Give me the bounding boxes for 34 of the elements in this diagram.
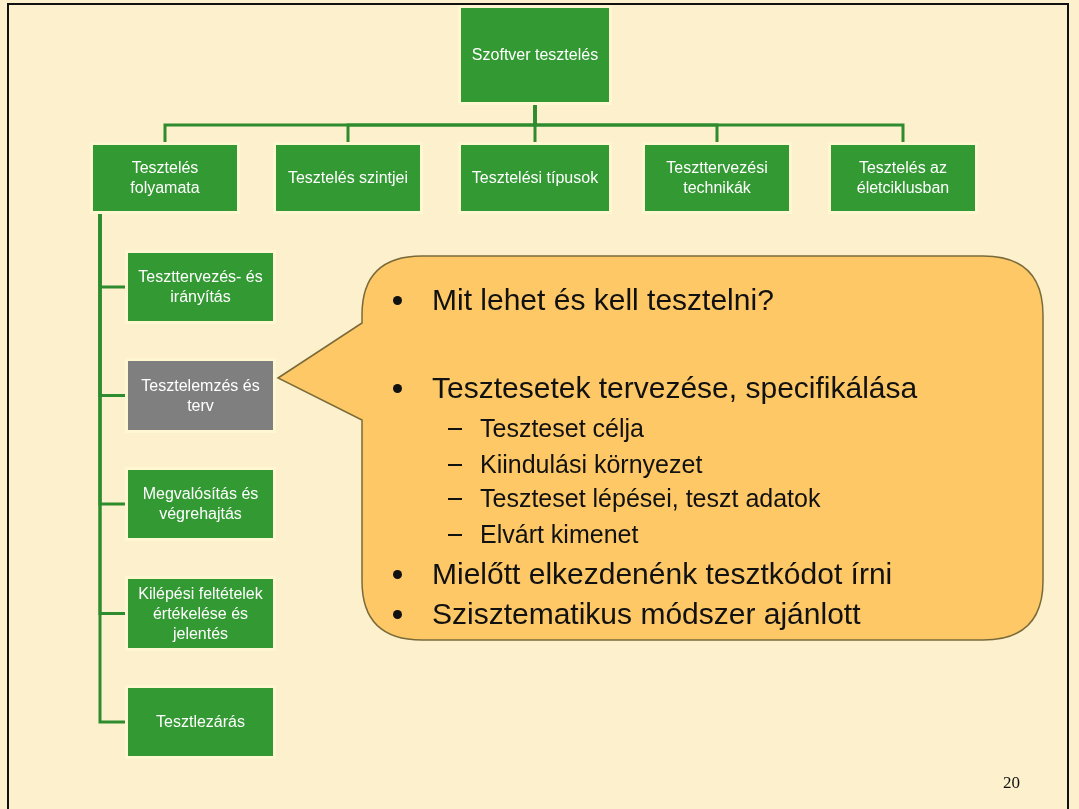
box-label: Kilépési feltételek értékelése és jelentés — [137, 583, 264, 644]
topic-box — [125, 467, 276, 541]
bullet-text: Teszteset célja — [480, 412, 644, 444]
topic-box — [125, 685, 276, 759]
box-label: Tesztelés szintjei — [287, 168, 408, 188]
page-number: 20 — [1003, 773, 1020, 793]
box-label: Tesztelés az életciklusban — [855, 158, 951, 198]
connector-line — [533, 105, 905, 142]
bullet-text: Tesztesetek tervezése, specifikálása — [432, 370, 918, 406]
connector-line — [98, 214, 125, 724]
topic-box — [125, 358, 276, 433]
bullet-text: Mit lehet és kell tesztelni? — [432, 282, 774, 318]
topic-box — [273, 142, 423, 214]
box-label: Teszttervezési technikák — [665, 158, 769, 198]
topic-box — [125, 576, 276, 651]
bullet-text: Elvárt kimenet — [480, 518, 639, 550]
box-label: Szoftver tesztelés — [471, 45, 599, 65]
speech-callout — [276, 255, 1045, 642]
box-label: Tesztelés folyamata — [129, 158, 201, 198]
box-label: Teszttervezés- és irányítás — [137, 267, 264, 307]
bullet-text: Szisztematikus módszer ajánlott — [432, 596, 861, 632]
topic-box — [90, 142, 240, 214]
topic-box — [458, 142, 612, 214]
topic-box — [642, 142, 792, 214]
topic-box — [828, 142, 978, 214]
box-label: Tesztelési típusok — [471, 168, 599, 188]
box-label: Tesztelemzés és terv — [140, 375, 261, 416]
bullet-text: Teszteset lépései, teszt adatok — [480, 482, 821, 514]
box-label: Tesztlezárás — [156, 712, 245, 732]
topic-box — [125, 250, 276, 324]
topic-box — [458, 5, 612, 105]
box-label: Megvalósítás és végrehajtás — [141, 484, 260, 524]
bullet-text: Kiindulási környezet — [480, 448, 703, 480]
bullet-text: Mielőtt elkezdenénk tesztkódot írni — [432, 556, 893, 592]
